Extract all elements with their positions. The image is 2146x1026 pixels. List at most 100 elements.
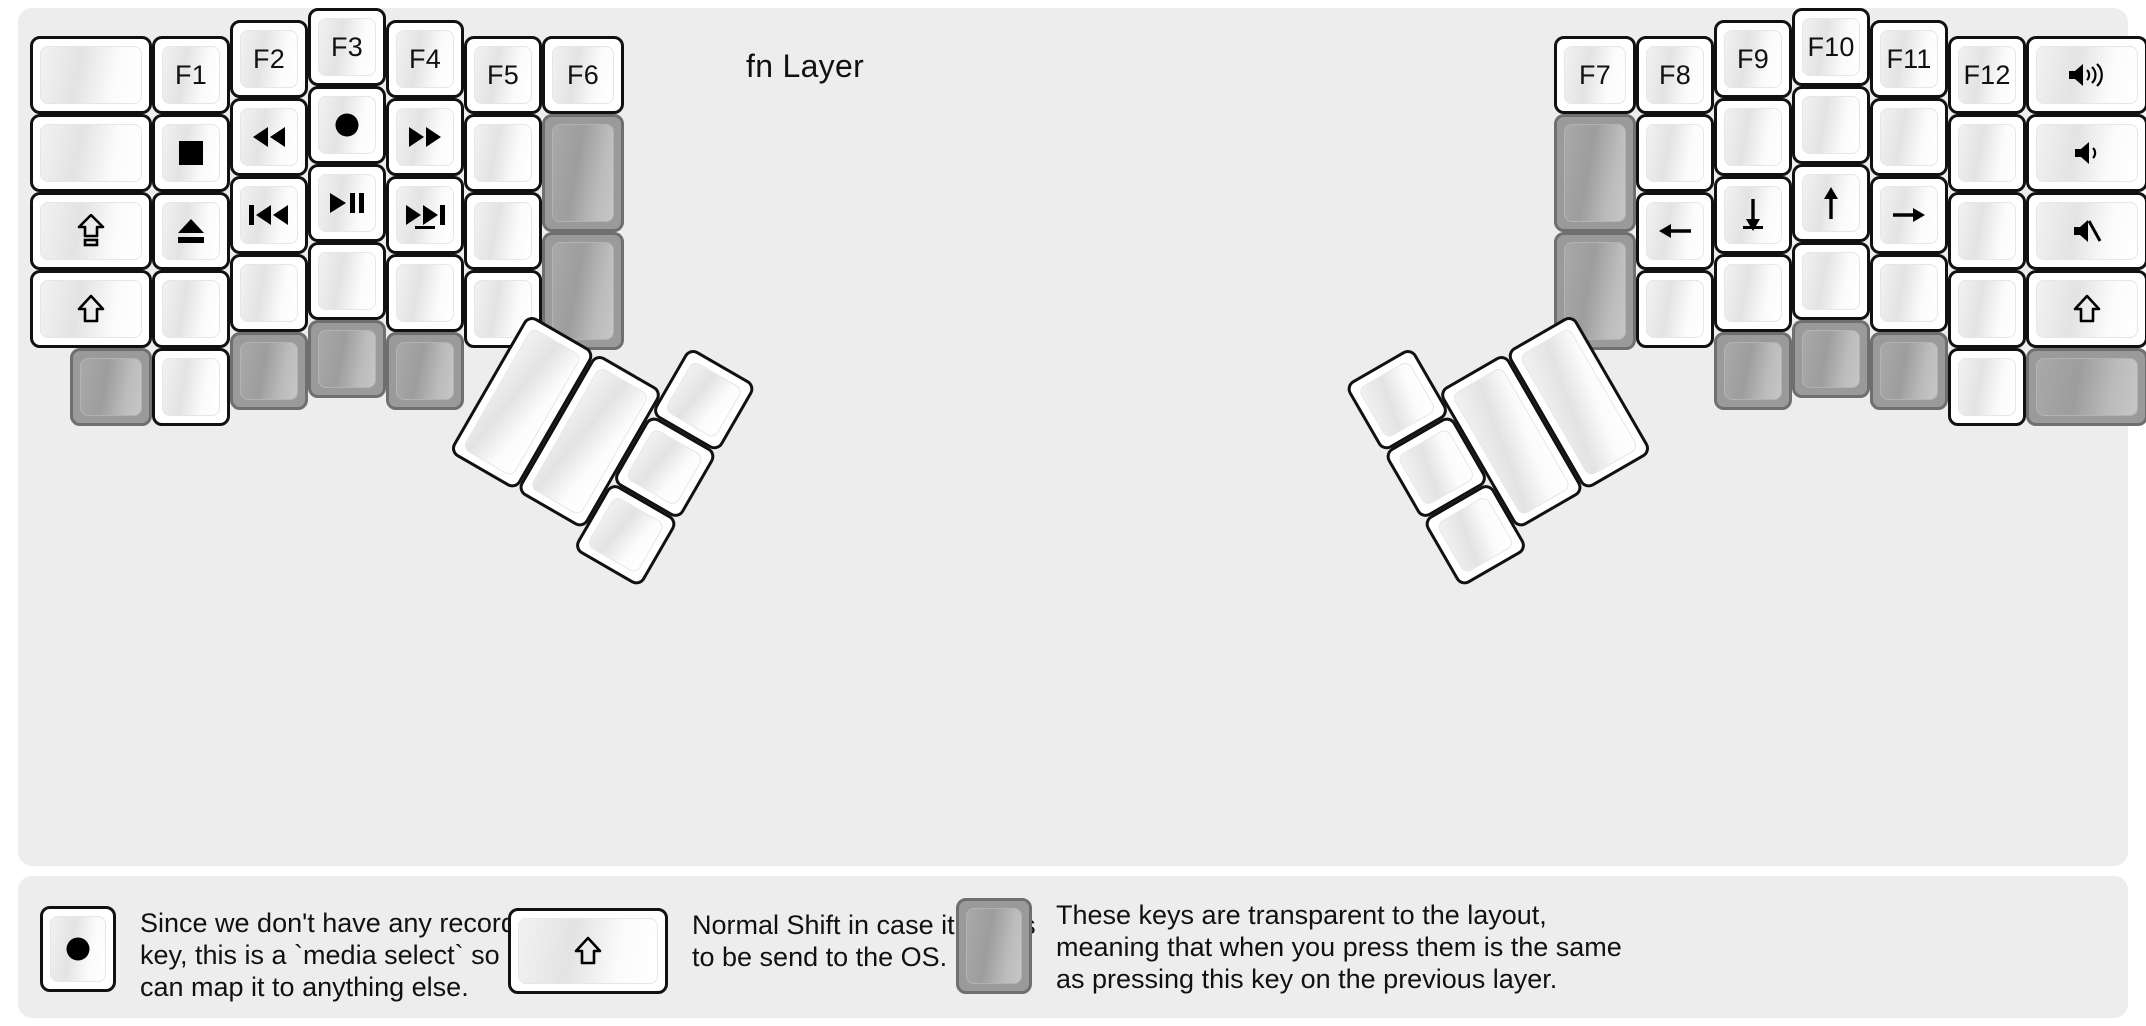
shift-icon (77, 294, 105, 324)
keycap (396, 186, 454, 244)
col-pinky-outer-key-3-shift-lock[interactable] (30, 192, 152, 270)
keycap (1724, 108, 1782, 166)
col-pinky-key-4[interactable] (1948, 270, 2026, 348)
col-pinky-outer-key-4-shift[interactable] (30, 270, 152, 348)
keycap (1646, 202, 1704, 260)
col-innermost-key-1-f6[interactable]: F6 (542, 36, 624, 114)
col-pinky-key-3[interactable] (1948, 192, 2026, 270)
col-middle-key-3-arrow-up[interactable] (1792, 164, 1870, 242)
col-inner-key-2[interactable] (464, 114, 542, 192)
col-pinky-key-2[interactable] (1948, 114, 2026, 192)
keycap (162, 358, 220, 416)
keycap (240, 108, 298, 166)
col-middle-key-4[interactable] (1792, 242, 1870, 320)
col-innermost-key-1-f7[interactable]: F7 (1554, 36, 1636, 114)
col-pinky-outer-key-5[interactable] (2026, 348, 2146, 426)
col-index-key-3-next-track[interactable] (386, 176, 464, 254)
col-middle-key-5[interactable] (308, 320, 386, 398)
arrow-right-icon (1891, 204, 1927, 226)
keycap (162, 202, 220, 260)
col-inner-key-3-arrow-left[interactable] (1636, 192, 1714, 270)
shift-icon (2073, 294, 2101, 324)
legend-panel: Since we don't have any recording key, t… (18, 876, 2128, 1018)
col-pinky-outer-key-1-volume-up[interactable] (2026, 36, 2146, 114)
col-index-key-3-arrow-down[interactable] (1714, 176, 1792, 254)
col-middle-key-5[interactable] (1792, 320, 1870, 398)
col-ring-key-3-arrow-right[interactable] (1870, 176, 1948, 254)
rewind-icon (251, 125, 287, 149)
col-inner-key-1-f5[interactable]: F5 (464, 36, 542, 114)
keycap (518, 918, 658, 984)
legend-record-swatch (40, 906, 116, 992)
col-ring-key-5[interactable] (230, 332, 308, 410)
col-pinky-outer-key-5[interactable] (70, 348, 152, 426)
col-inner-key-2[interactable] (1636, 114, 1714, 192)
key-label: F7 (1579, 59, 1611, 90)
col-middle-key-2-record[interactable] (308, 86, 386, 164)
shift-lock-icon (77, 214, 105, 248)
col-ring-key-2[interactable] (1870, 98, 1948, 176)
col-index-key-2-fast-forward[interactable] (386, 98, 464, 176)
col-index-key-5[interactable] (1714, 332, 1792, 410)
col-ring-key-3-previous-track[interactable] (230, 176, 308, 254)
col-middle-key-4[interactable] (308, 242, 386, 320)
col-middle-key-1-f10[interactable]: F10 (1792, 8, 1870, 86)
col-index-key-1-f9[interactable]: F9 (1714, 20, 1792, 98)
keycap (1646, 280, 1704, 338)
keycap (1880, 108, 1938, 166)
col-index-key-1-f4[interactable]: F4 (386, 20, 464, 98)
keycap (1802, 96, 1860, 154)
keycap (2036, 202, 2138, 260)
legend-shift-swatch (508, 908, 668, 994)
col-index-key-2[interactable] (1714, 98, 1792, 176)
record-icon (333, 111, 361, 139)
col-pinky-key-5[interactable] (1948, 348, 2026, 426)
col-middle-key-3-play-pause[interactable] (308, 164, 386, 242)
col-pinky-outer-key-2-volume-down[interactable] (2026, 114, 2146, 192)
col-pinky-outer-key-3-volume-mute[interactable] (2026, 192, 2146, 270)
keycap (396, 264, 454, 322)
col-middle-key-1-f3[interactable]: F3 (308, 8, 386, 86)
keycap (396, 108, 454, 166)
col-inner-key-4[interactable] (1636, 270, 1714, 348)
keycap: F4 (396, 30, 454, 88)
col-inner-key-3[interactable] (464, 192, 542, 270)
col-pinky-key-1-f12[interactable]: F12 (1948, 36, 2026, 114)
legend-transparent-text: These keys are transparent to the layout… (1056, 900, 1622, 994)
col-ring-key-1-f2[interactable]: F2 (230, 20, 308, 98)
key-label: F3 (331, 31, 363, 62)
col-innermost-key-2[interactable] (542, 114, 624, 232)
keycap (474, 124, 532, 182)
col-pinky-outer-key-1[interactable] (30, 36, 152, 114)
key-label: F11 (1886, 43, 1932, 74)
col-pinky-key-5[interactable] (152, 348, 230, 426)
col-pinky-key-2-stop[interactable] (152, 114, 230, 192)
previous-track-icon (248, 203, 290, 227)
shift-icon (574, 936, 602, 966)
col-pinky-outer-key-4-shift[interactable] (2026, 270, 2146, 348)
keycap (1958, 202, 2016, 260)
col-ring-key-4[interactable] (230, 254, 308, 332)
col-ring-key-5[interactable] (1870, 332, 1948, 410)
keycap: F1 (162, 46, 220, 104)
col-middle-key-2[interactable] (1792, 86, 1870, 164)
next-track-icon (404, 203, 446, 227)
col-pinky-key-3-eject[interactable] (152, 192, 230, 270)
key-label: F2 (253, 43, 285, 74)
col-index-key-4[interactable] (386, 254, 464, 332)
col-index-key-5[interactable] (386, 332, 464, 410)
col-pinky-outer-key-2[interactable] (30, 114, 152, 192)
col-ring-key-4[interactable] (1870, 254, 1948, 332)
col-pinky-key-1-f1[interactable]: F1 (152, 36, 230, 114)
col-innermost-key-2[interactable] (1554, 114, 1636, 232)
keycap (318, 252, 376, 310)
col-ring-key-1-f11[interactable]: F11 (1870, 20, 1948, 98)
key-underscore-marker (1743, 226, 1763, 229)
col-inner-key-1-f8[interactable]: F8 (1636, 36, 1714, 114)
col-pinky-key-4[interactable] (152, 270, 230, 348)
col-index-key-4[interactable] (1714, 254, 1792, 332)
keycap (240, 186, 298, 244)
keycap (1724, 186, 1782, 244)
col-ring-key-2-rewind[interactable] (230, 98, 308, 176)
